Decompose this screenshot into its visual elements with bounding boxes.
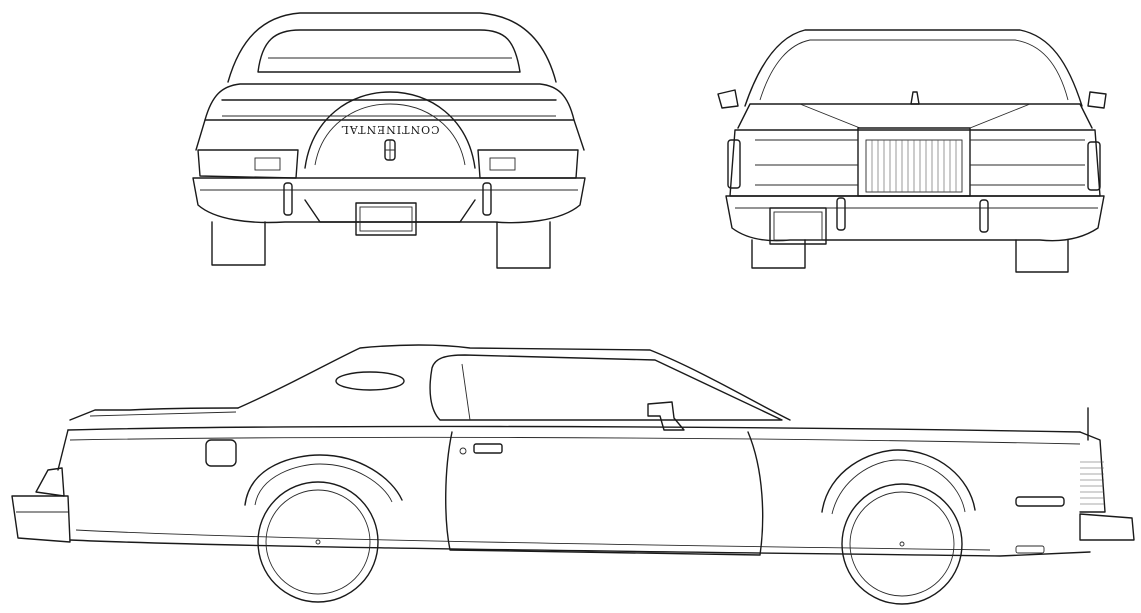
right-parking-lamp	[1087, 141, 1101, 191]
left-mirror	[717, 89, 739, 109]
rear-license-plate	[355, 202, 417, 236]
front-view	[717, 29, 1107, 273]
front-bumper	[725, 195, 1105, 242]
front-wheel	[841, 483, 963, 605]
side-tail-lamp	[35, 467, 65, 497]
side-rear-bumper	[11, 495, 71, 543]
front-left-tire	[751, 239, 806, 269]
side-mirror	[647, 401, 685, 431]
driver-door	[445, 431, 764, 556]
continental-hump	[304, 91, 476, 169]
side-front-bumper	[1079, 513, 1135, 541]
front-wheel-arch	[821, 449, 976, 513]
front-right-tire	[1015, 239, 1069, 273]
side-marker-lamp	[1015, 496, 1065, 507]
right-tail-lamp	[477, 149, 579, 179]
side-window	[429, 354, 783, 421]
fuel-door	[205, 439, 237, 467]
right-mirror	[1087, 91, 1107, 109]
front-license-plate	[769, 207, 827, 245]
door-lock	[459, 447, 467, 455]
rear-left-tire	[211, 221, 266, 266]
left-tail-lamp	[197, 149, 299, 179]
door-handle	[473, 443, 503, 454]
rear-window	[257, 29, 521, 73]
roofline	[237, 344, 791, 421]
trunk-wordmark: CONTINENTAL	[340, 123, 439, 136]
hood-ornament	[910, 91, 920, 105]
rear-wheel	[257, 481, 379, 603]
side-view	[11, 344, 1135, 605]
rear-wheel-arch	[244, 454, 403, 506]
rear-right-tire	[496, 221, 551, 269]
rear-bumper	[192, 177, 586, 224]
rear-view: CONTINENTAL	[192, 12, 586, 269]
left-parking-lamp	[727, 139, 741, 189]
opera-window	[335, 371, 405, 391]
